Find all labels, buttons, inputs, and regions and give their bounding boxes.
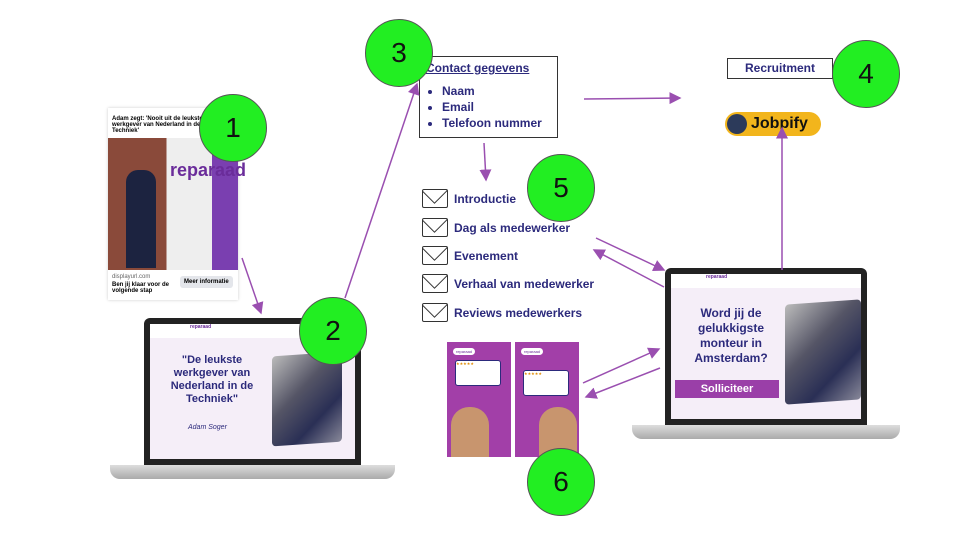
arrow-phones-to-landing2 (582, 347, 661, 384)
ad-domain: displayurl.com (112, 274, 151, 280)
quote-author: Adam Soger (188, 424, 227, 431)
envelope-icon (422, 274, 448, 293)
arrow-ad-to-landing (241, 257, 264, 315)
site-logo: reparaad (190, 324, 212, 330)
contact-details-box: Contact gegevens NaamEmailTelefoon numme… (419, 56, 558, 138)
hero-headline: Word jij de gelukkigste monteur in Amste… (694, 306, 768, 365)
story-logo: reparaad (453, 348, 476, 355)
ad-more-info-button[interactable]: Meer informatie (180, 276, 233, 288)
review-stars: ★★★★★ (456, 361, 474, 366)
arrow-emails-to-landing2 (595, 237, 666, 271)
laptop-landing-2: reparaad Word jij de gelukkigste monteur… (632, 268, 900, 439)
arrow-contact-to-emails (479, 142, 492, 182)
jobpify-wordmark: Jobpify (751, 115, 808, 132)
hero-quote: "De leukste werkgever van Nederland in d… (170, 354, 254, 405)
arrow-landing2-to-phones (584, 367, 661, 399)
email-item: Reviews medewerkers (422, 303, 582, 322)
email-label: Introductie (454, 191, 516, 206)
ad-brand: reparaad (170, 160, 247, 180)
step-1-badge: 1 (199, 94, 267, 162)
contact-title: Contact gegevens (426, 61, 530, 75)
laptop-base (632, 425, 900, 439)
ad-cta-text: Ben jij klaar voor de volgende stap (112, 282, 170, 294)
envelope-icon (422, 218, 448, 237)
email-label: Dag als medewerker (454, 220, 571, 235)
envelope-icon (422, 246, 448, 265)
jobpify-logo: Jobpify (725, 112, 821, 136)
envelope-icon (422, 189, 448, 208)
email-label: Reviews medewerkers (454, 305, 583, 320)
contact-item: Email (442, 99, 551, 115)
step-2-badge: 2 (299, 297, 367, 365)
review-story-2: reparaad ★★★★★ (515, 342, 579, 457)
ad-photo: reparaad (108, 138, 246, 270)
email-item: Evenement (422, 246, 518, 265)
employee-photo (451, 407, 489, 457)
laptop-base (110, 465, 395, 479)
step-4-badge: 4 (832, 40, 900, 108)
step-6-badge: 6 (527, 448, 595, 516)
email-item: Introductie (422, 189, 516, 208)
site-logo: reparaad (706, 274, 728, 280)
apply-button[interactable]: Solliciteer (675, 380, 779, 398)
laptop-landing-1: reparaad "De leukste werkgever van Neder… (110, 318, 395, 479)
jobpify-icon (727, 114, 747, 134)
email-item: Verhaal van medewerker (422, 274, 594, 293)
email-label: Verhaal van medewerker (454, 276, 595, 291)
review-bubble: ★★★★★ (523, 370, 569, 396)
recruitment-box: Recruitment (727, 58, 833, 79)
story-logo: reparaad (521, 348, 544, 355)
site-nav: reparaad (671, 274, 861, 288)
review-story-1: reparaad ★★★★★ (447, 342, 511, 457)
contact-item: Naam (442, 83, 551, 99)
step-5-badge: 5 (527, 154, 595, 222)
arrow-landing-to-contact (344, 82, 420, 299)
email-label: Evenement (454, 248, 519, 263)
arrow-contact-to-recruitment (583, 92, 682, 105)
review-bubble: ★★★★★ (455, 360, 501, 386)
contact-item: Telefoon nummer (442, 115, 551, 131)
arrow-landing2-to-emails (592, 249, 665, 288)
envelope-icon (422, 303, 448, 322)
step-3-badge: 3 (365, 19, 433, 87)
review-stars: ★★★★★ (524, 371, 542, 376)
ad-header: Adam zegt: 'Nooit uit de leukste werkgev… (112, 116, 203, 134)
email-item: Dag als medewerker (422, 218, 570, 237)
